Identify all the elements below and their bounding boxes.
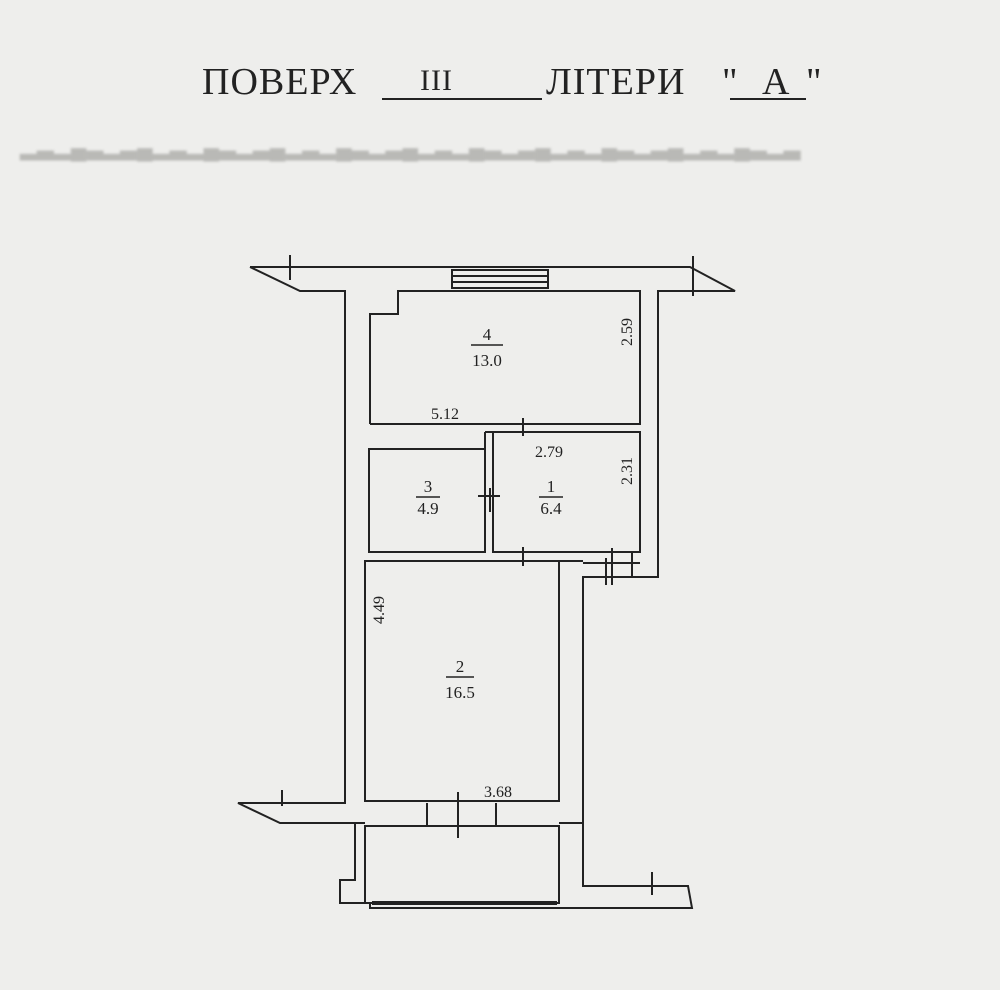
room-4-outline: [369, 290, 641, 425]
room-4-number: 4: [483, 325, 492, 344]
room-1-number: 1: [547, 477, 556, 496]
room-2-width-dim: 3.68: [484, 784, 512, 801]
room-3-number: 3: [424, 477, 433, 496]
room-3-area: 4.9: [417, 499, 438, 518]
floor-label: ПОВЕРХ: [202, 61, 358, 103]
letter-open-quote: ": [722, 61, 739, 103]
room-4-area: 13.0: [472, 351, 502, 370]
room-labels: 4 13.0 3 4.9 1 6.4 2 16.5: [416, 325, 563, 702]
room-2-outline: [364, 560, 560, 802]
room-2-area: 16.5: [445, 683, 475, 702]
room-2-number: 2: [456, 657, 465, 676]
room-1-depth-dim: 2.31: [619, 457, 636, 485]
balcony-outline: [364, 825, 560, 904]
room-4-depth-dim: 2.59: [619, 318, 636, 346]
walls: [237, 266, 736, 909]
room-4-width-dim: 5.12: [431, 406, 459, 423]
room-1-outline: [492, 431, 641, 553]
room-1-area: 6.4: [540, 499, 562, 518]
dimension-labels: 5.12 2.59 2.79 2.31 4.49 3.68: [371, 318, 636, 801]
room-1-width-dim: 2.79: [535, 444, 563, 461]
door-marks: [281, 255, 694, 895]
letter-underline: [730, 98, 806, 100]
page-header: ПОВЕРХ III ЛІТЕРИ " А ": [0, 60, 1000, 110]
floor-value: III: [420, 64, 453, 97]
room-2-depth-dim: 4.49: [371, 596, 388, 624]
letter-label: ЛІТЕРИ: [546, 61, 686, 103]
bleed-through-text: ▂▃▂▄▃▂▃▄▂▃▂▄▃▂▃▄▂▃▂▄▃▂▃▄▂▃▂▄▃▂▃▄▂▃▂▄▃▂▃▄…: [20, 135, 801, 160]
room-3-outline: [368, 448, 486, 553]
letter-close-quote: ": [806, 61, 823, 103]
letter-value: А: [762, 61, 791, 103]
window-top: [451, 269, 549, 289]
floor-underline: [382, 98, 542, 100]
